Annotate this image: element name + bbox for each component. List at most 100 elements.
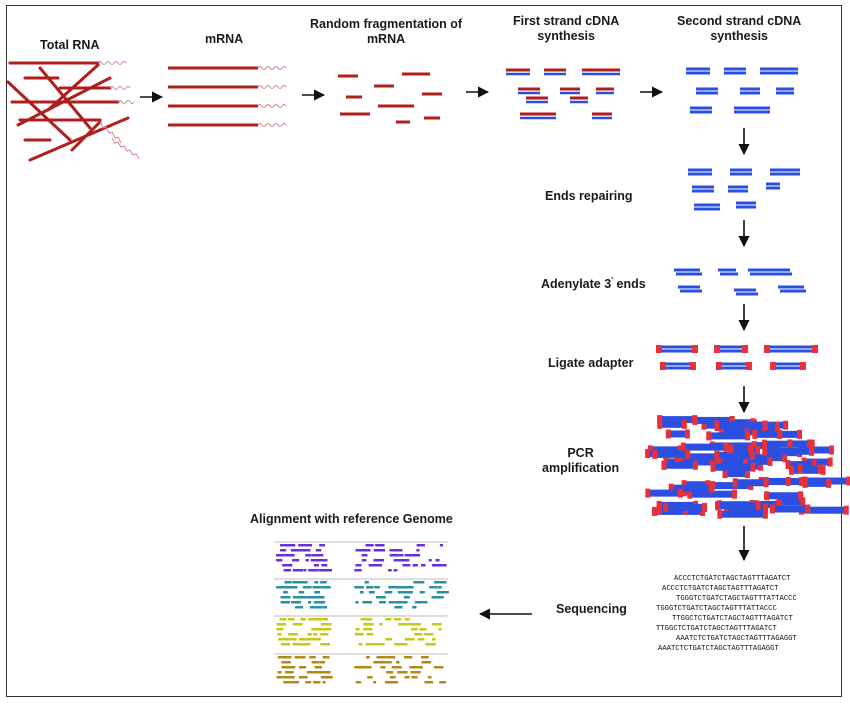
pcr-adapter <box>763 478 769 488</box>
aligned-read <box>316 601 326 604</box>
aligned-read <box>364 549 371 552</box>
label-fragmentation: Random fragmentation of mRNA <box>310 17 463 46</box>
pcr-adapter <box>706 431 712 441</box>
aligned-read <box>427 643 436 646</box>
aligned-read <box>411 628 418 631</box>
aligned-read <box>380 656 384 659</box>
pcr-adapter <box>647 445 653 455</box>
alignment-tracks-graphic <box>274 541 449 684</box>
aligned-read <box>370 643 377 646</box>
aligned-read <box>378 596 386 599</box>
pcr-adapter <box>717 509 723 519</box>
pcr-adapter <box>722 469 728 479</box>
aligned-read <box>423 656 429 659</box>
pcr-adapter <box>755 446 761 456</box>
label-ligate-adapter: Ligate adapter <box>548 356 634 370</box>
aligned-read <box>298 638 306 641</box>
aligned-read <box>393 549 403 552</box>
aligned-read <box>425 633 434 636</box>
pcr-fragment <box>651 446 679 454</box>
pcr-adapter <box>684 429 690 439</box>
aligned-read <box>292 581 301 584</box>
aligned-read <box>281 618 286 621</box>
aligned-read <box>311 554 319 557</box>
aligned-read <box>394 601 400 604</box>
aligned-read <box>360 618 365 621</box>
aligned-read <box>320 671 328 674</box>
aligned-read <box>365 643 371 646</box>
pcr-amplification-graphic <box>645 415 850 519</box>
aligned-read <box>384 591 393 594</box>
aligned-read <box>318 554 324 557</box>
aligned-read <box>389 554 399 557</box>
pcr-adapter <box>645 488 651 498</box>
aligned-read <box>287 666 293 669</box>
aligned-read <box>298 591 305 594</box>
pcr-adapter <box>665 429 671 439</box>
aligned-read <box>363 618 372 621</box>
aligned-read <box>283 661 288 664</box>
aligned-read <box>396 554 404 557</box>
aligned-read <box>305 681 312 684</box>
aligned-read <box>386 661 392 664</box>
aligned-read <box>319 544 326 547</box>
aligned-read <box>322 606 328 609</box>
aligned-read <box>291 601 301 604</box>
aligned-read <box>292 559 300 562</box>
pcr-fragment <box>736 479 765 487</box>
pcr-fragment <box>800 446 830 454</box>
pcr-adapter <box>652 506 658 516</box>
aligned-read <box>398 623 408 626</box>
pcr-adapter <box>757 461 763 471</box>
pcr-adapter <box>843 505 849 515</box>
pcr-adapter <box>805 504 811 514</box>
aligned-read <box>306 671 315 674</box>
aligned-read <box>276 559 280 562</box>
aligned-read <box>421 656 425 659</box>
pcr-fragment <box>805 458 829 466</box>
pcr-adapter <box>657 419 663 429</box>
pcr-adapter <box>769 504 775 514</box>
pcr-adapter <box>762 446 768 456</box>
sequence-read: TGGGTCTGATCTAGCTAGTTTATTACCC <box>656 605 777 613</box>
pcr-fragment <box>713 482 750 490</box>
pcr-adapter <box>811 460 817 470</box>
aligned-read <box>355 564 362 567</box>
aligned-read <box>282 638 289 641</box>
aligned-read <box>358 549 366 552</box>
aligned-read <box>400 601 408 604</box>
aligned-read <box>370 623 374 626</box>
aligned-read <box>354 569 362 572</box>
pcr-adapter <box>748 444 754 454</box>
pcr-adapter <box>656 500 662 510</box>
pcr-adapter <box>677 445 683 455</box>
pcr-fragment <box>762 477 787 485</box>
aligned-read <box>281 666 290 669</box>
aligned-read <box>414 633 423 636</box>
aligned-read <box>303 569 307 572</box>
aligned-read <box>309 606 313 609</box>
aligned-read <box>292 643 302 646</box>
pcr-adapter <box>714 420 720 430</box>
label-alignment: Alignment with reference Genome <box>250 512 453 526</box>
aligned-read <box>288 671 294 674</box>
aligned-read <box>304 544 313 547</box>
aligned-read <box>434 596 444 599</box>
aligned-read <box>356 666 366 669</box>
aligned-read <box>290 549 298 552</box>
aligned-read <box>292 623 299 626</box>
pcr-adapter <box>797 464 803 474</box>
pcr-fragment <box>714 463 752 471</box>
aligned-read <box>434 581 443 584</box>
aligned-read <box>391 666 398 669</box>
aligned-read <box>307 633 312 636</box>
aligned-read <box>389 656 395 659</box>
aligned-read <box>312 671 317 674</box>
pcr-adapter <box>785 460 791 470</box>
pcr-adapter <box>809 446 815 456</box>
aligned-read <box>388 601 395 604</box>
aligned-read <box>322 628 332 631</box>
aligned-read <box>385 618 392 621</box>
aligned-read <box>311 559 319 562</box>
aligned-read <box>284 656 290 659</box>
